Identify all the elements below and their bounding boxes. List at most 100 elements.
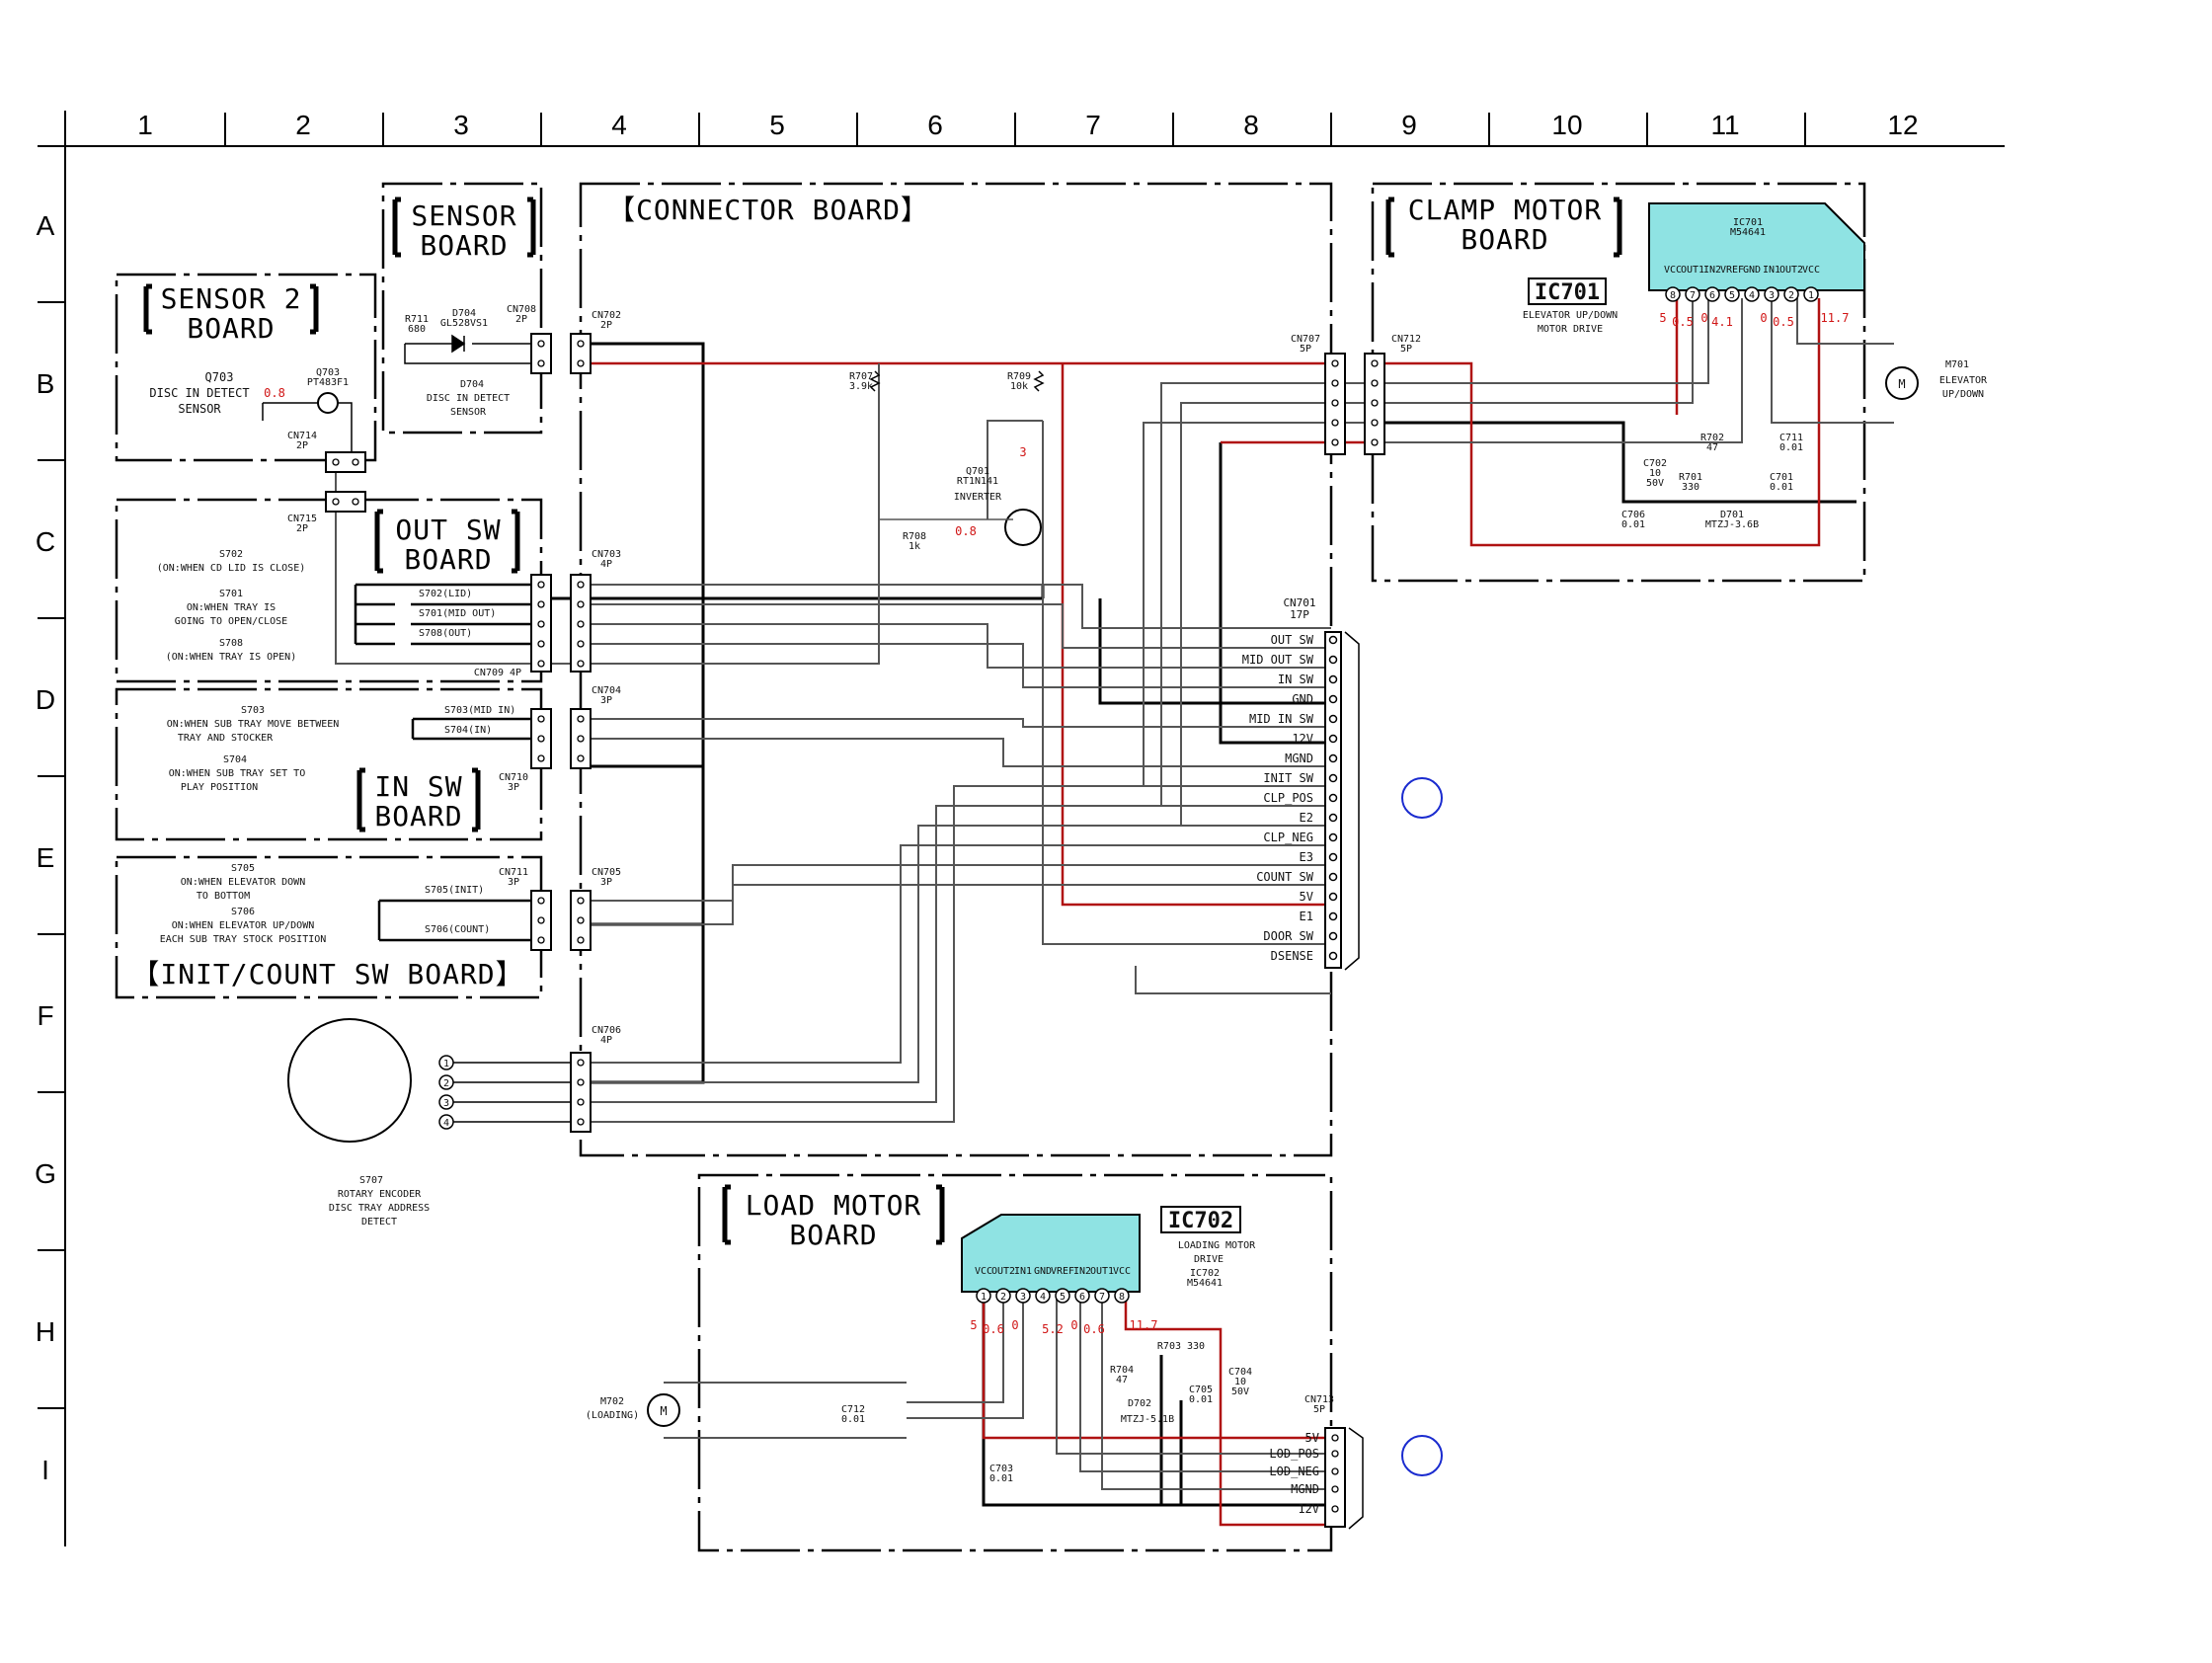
column-label: 8 (1243, 110, 1259, 140)
row-label: B (37, 368, 55, 399)
cn710-pins: 3P (508, 782, 519, 793)
ic701-desc: MOTOR DRIVE (1538, 324, 1603, 335)
ic702-pin-number: 2 (1000, 1292, 1006, 1303)
s703-desc: TRAY AND STOCKER (178, 733, 274, 744)
registration-circle (1401, 777, 1443, 819)
cn701-pin: MID OUT SW (1242, 653, 1314, 667)
r707-value: 3.9k (849, 381, 873, 392)
ic702-pin-number: 3 (1020, 1292, 1026, 1303)
ic701-box-label: IC701 (1535, 280, 1600, 305)
s705-desc: ON:WHEN ELEVATOR DOWN (181, 877, 305, 888)
ic702-body (961, 1214, 1141, 1293)
ic701-pin-name: VCC (1664, 265, 1682, 276)
ic702-pin-name: GND (1034, 1266, 1052, 1277)
cn706-ref: CN706 (592, 1025, 621, 1036)
registration-marks (1401, 777, 1443, 1476)
ic701-pin-number: 6 (1709, 290, 1715, 301)
cn703-pins: 4P (600, 559, 612, 570)
ic701-pin-name: GND (1743, 265, 1761, 276)
q701-collector-voltage: 3 (1019, 445, 1026, 459)
in-sw-wires (411, 717, 531, 741)
s701-ref: S701 (219, 589, 243, 599)
motor-icon (1885, 366, 1919, 400)
cn701-pin: CLP_POS (1263, 791, 1313, 805)
column-label: 2 (295, 110, 311, 140)
q703-voltage: 0.8 (264, 386, 285, 400)
ic701-pin-name: VREF (1720, 265, 1744, 276)
phototransistor-icon (317, 392, 339, 414)
grid-frame (38, 111, 2005, 1546)
ic701-pin-number: 8 (1670, 290, 1676, 301)
ic702-pin-names: VCC OUT2 IN1 GND VREF IN2 OUT1 VCC (975, 1266, 1131, 1277)
transistor-icon (1004, 509, 1042, 546)
column-labels: 1 2 3 4 5 6 7 8 9 10 11 12 (137, 110, 1918, 140)
ic702-voltage: 11.7 (1130, 1318, 1158, 1332)
ic702-pin-circles (976, 1288, 1130, 1304)
cn708-pins: 2P (515, 314, 527, 325)
switch-label: S706(COUNT) (425, 924, 490, 935)
in-sw-board: S703 ON:WHEN SUB TRAY MOVE BETWEEN TRAY … (167, 705, 531, 793)
cn708-ref: CN708 (507, 304, 536, 315)
cn701-ref: CN701 (1283, 596, 1315, 609)
cn714-pins: 2P (296, 440, 308, 451)
encoder-pin: 2 (443, 1078, 449, 1089)
r707-ref: R707 (849, 371, 873, 382)
motor-icon-letter: M (1898, 377, 1905, 391)
d702-ref: D702 (1128, 1398, 1151, 1409)
encoder-pin: 4 (443, 1118, 449, 1129)
load-title-1: LOAD MOTOR (746, 1189, 922, 1222)
s704-desc: ON:WHEN SUB TRAY SET TO (169, 768, 305, 779)
q703-part: PT483F1 (307, 377, 349, 388)
column-label: 11 (1710, 110, 1739, 140)
column-label: 4 (611, 110, 627, 140)
cn715-pins: 2P (296, 523, 308, 534)
ic702-pin-number: 8 (1119, 1292, 1125, 1303)
cn701-pin: E1 (1300, 910, 1313, 923)
ic702-voltage: 5 (970, 1318, 977, 1332)
cn712-pins: 5P (1400, 344, 1412, 355)
ic702-part: M54641 (1187, 1278, 1223, 1289)
ic701-pin-numbers (1665, 286, 1819, 302)
column-label: 9 (1401, 110, 1417, 140)
sensor-board: R711 680 D704 GL528VS1 D704 DISC IN DETE… (404, 308, 531, 418)
ic701-voltage: 5 (1659, 311, 1666, 325)
d701-part: MTZJ-3.6B (1705, 519, 1759, 530)
cn713-pin: 5V (1305, 1431, 1319, 1445)
c703-ref: C703 (989, 1464, 1013, 1474)
cn704-pins: 3P (600, 695, 612, 706)
clamp-title-2: BOARD (1461, 223, 1548, 256)
cn701-pin-labels: OUT SW MID OUT SW IN SW GND MID IN SW 12… (1242, 633, 1314, 963)
s708-desc: (ON:WHEN TRAY IS OPEN) (166, 652, 296, 663)
cn701-pin: 5V (1300, 890, 1313, 904)
cn711-pins: 3P (508, 877, 519, 888)
cn701-connector (1324, 631, 1360, 971)
in-sw-title-1: IN SW (374, 770, 462, 803)
cn702-ref: CN702 (592, 310, 621, 321)
d702-part: MTZJ-5.1B (1121, 1414, 1174, 1425)
clamp-title-1: CLAMP MOTOR (1408, 194, 1602, 226)
d704-desc: DISC IN DETECT (427, 393, 510, 404)
c701-ref: C701 (1770, 472, 1793, 483)
r709-ref: R709 (1007, 371, 1031, 382)
cn706-pins: 4P (600, 1035, 612, 1046)
ic702-pin-name: VREF (1051, 1266, 1074, 1277)
ic701-body (1648, 202, 1865, 291)
c711-value: 0.01 (1779, 442, 1803, 453)
switch-label: S701(MID OUT) (419, 608, 496, 619)
cn701-pin: COUNT SW (1256, 870, 1314, 884)
r708-ref: R708 (903, 531, 926, 542)
cn701-pin: MID IN SW (1249, 712, 1314, 726)
m701-ref: M701 (1945, 359, 1969, 370)
sensor2-board-outline (115, 273, 377, 462)
r702-value: 47 (1706, 442, 1718, 453)
cn713-pin: LOD_NEG (1269, 1465, 1319, 1478)
ic701-voltage: 0.5 (1773, 315, 1794, 329)
c712-value: 0.01 (841, 1414, 865, 1425)
cn713-bracket (1348, 1427, 1364, 1530)
ic702-desc: DRIVE (1194, 1254, 1224, 1265)
c705-value: 0.01 (1189, 1394, 1213, 1405)
rotary-encoder: 1 2 3 4 S707 ROTARY ENCODER DISC TRAY AD… (287, 1018, 571, 1227)
ic701-voltage: 0.5 (1672, 315, 1694, 329)
cn707-pins: 5P (1300, 344, 1311, 355)
s707-desc: DISC TRAY ADDRESS (329, 1203, 430, 1214)
